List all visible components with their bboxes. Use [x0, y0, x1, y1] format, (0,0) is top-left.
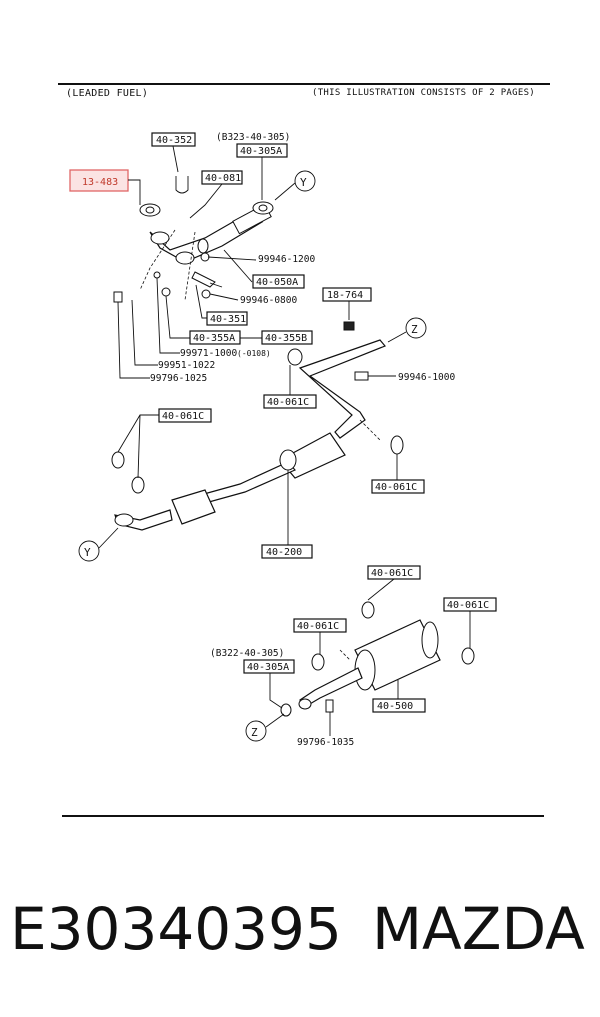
bolt-99951-1022: 99951-1022 — [158, 360, 215, 371]
header-rule — [58, 83, 550, 85]
part-box-40-081[interactable]: 40-081 — [201, 170, 243, 185]
svg-text:40-500: 40-500 — [377, 701, 413, 712]
svg-text:40-305A: 40-305A — [247, 662, 289, 673]
ref-y-mid: Y — [84, 546, 91, 559]
part-box-40-061c-a[interactable]: 40-061C — [263, 394, 317, 409]
svg-text:40-305A: 40-305A — [240, 146, 282, 157]
part-box-18-764[interactable]: 18-764 — [322, 287, 372, 302]
bolt-99971-suffix: (-0108) — [237, 349, 271, 358]
fuel-type-label: (LEADED FUEL) — [66, 88, 149, 99]
svg-text:40-050A: 40-050A — [256, 277, 298, 288]
bolt-99971-1000: 99971-1000 — [180, 348, 237, 359]
svg-text:40-061C: 40-061C — [371, 568, 413, 579]
svg-text:40-061C: 40-061C — [297, 621, 339, 632]
svg-text:40-351: 40-351 — [210, 314, 246, 325]
part-number: E30340395 — [10, 895, 342, 963]
part-box-40-061c-e[interactable]: 40-061C — [443, 597, 497, 612]
ref-z-bottom: Z — [251, 726, 258, 739]
part-box-40-355b[interactable]: 40-355B — [261, 330, 313, 345]
svg-text:40-061C: 40-061C — [267, 397, 309, 408]
svg-text:40-355A: 40-355A — [193, 333, 235, 344]
part-box-40-355a[interactable]: 40-355A — [189, 330, 241, 345]
part-box-40-061c-f[interactable]: 40-061C — [293, 618, 347, 633]
part-box-40-200[interactable]: 40-200 — [261, 544, 313, 559]
svg-text:40-355B: 40-355B — [265, 333, 307, 344]
part-box-13-483[interactable]: 13-483 — [69, 169, 129, 192]
bolt-99946-0800: 99946-0800 — [240, 295, 297, 306]
svg-text:13-483: 13-483 — [82, 177, 118, 188]
ref-y-top: Y — [300, 176, 307, 189]
bolt-99796-1035: 99796-1035 — [297, 737, 354, 748]
footer: E30340395 MAZDA — [0, 895, 600, 985]
svg-text:40-061C: 40-061C — [162, 411, 204, 422]
main-pipe-assembly — [111, 339, 404, 531]
part-box-40-351[interactable]: 40-351 — [206, 311, 248, 326]
part-box-40-061c-d[interactable]: 40-061C — [367, 565, 421, 580]
part-box-40-305a-top[interactable]: 40-305A — [236, 143, 288, 158]
part-box-40-050a[interactable]: 40-050A — [252, 274, 305, 289]
part-box-40-500[interactable]: 40-500 — [372, 698, 426, 713]
brand-name: MAZDA — [372, 895, 585, 963]
svg-text:40-061C: 40-061C — [375, 482, 417, 493]
svg-text:40-352: 40-352 — [156, 135, 192, 146]
exhaust-system-diagram: 40-352 (B323-40-305) 40-305A 13-483 40-0… — [69, 132, 497, 748]
svg-text:40-061C: 40-061C — [447, 600, 489, 611]
part-box-40-061c-b[interactable]: 40-061C — [158, 408, 212, 423]
part-box-40-305a-bottom[interactable]: 40-305A — [243, 659, 295, 674]
pages-note: (THIS ILLUSTRATION CONSISTS OF 2 PAGES) — [312, 88, 536, 98]
bolt-99946-1200: 99946-1200 — [258, 254, 315, 265]
part-box-40-061c-c[interactable]: 40-061C — [371, 479, 425, 494]
ref-z-mid: Z — [411, 323, 418, 336]
bolt-99796-1025: 99796-1025 — [150, 373, 207, 384]
svg-text:40-200: 40-200 — [266, 547, 302, 558]
ref-b323-40-305: (B323-40-305) — [216, 132, 290, 143]
muffler-assembly — [280, 601, 475, 717]
footer-rule — [62, 815, 544, 817]
part-box-40-352[interactable]: 40-352 — [151, 132, 196, 147]
svg-text:40-081: 40-081 — [205, 173, 241, 184]
svg-text:18-764: 18-764 — [327, 290, 363, 301]
front-pipe-assembly — [113, 176, 274, 303]
ref-b322-40-305: (B322-40-305) — [210, 648, 284, 659]
bolt-99946-1000: 99946-1000 — [398, 372, 455, 383]
